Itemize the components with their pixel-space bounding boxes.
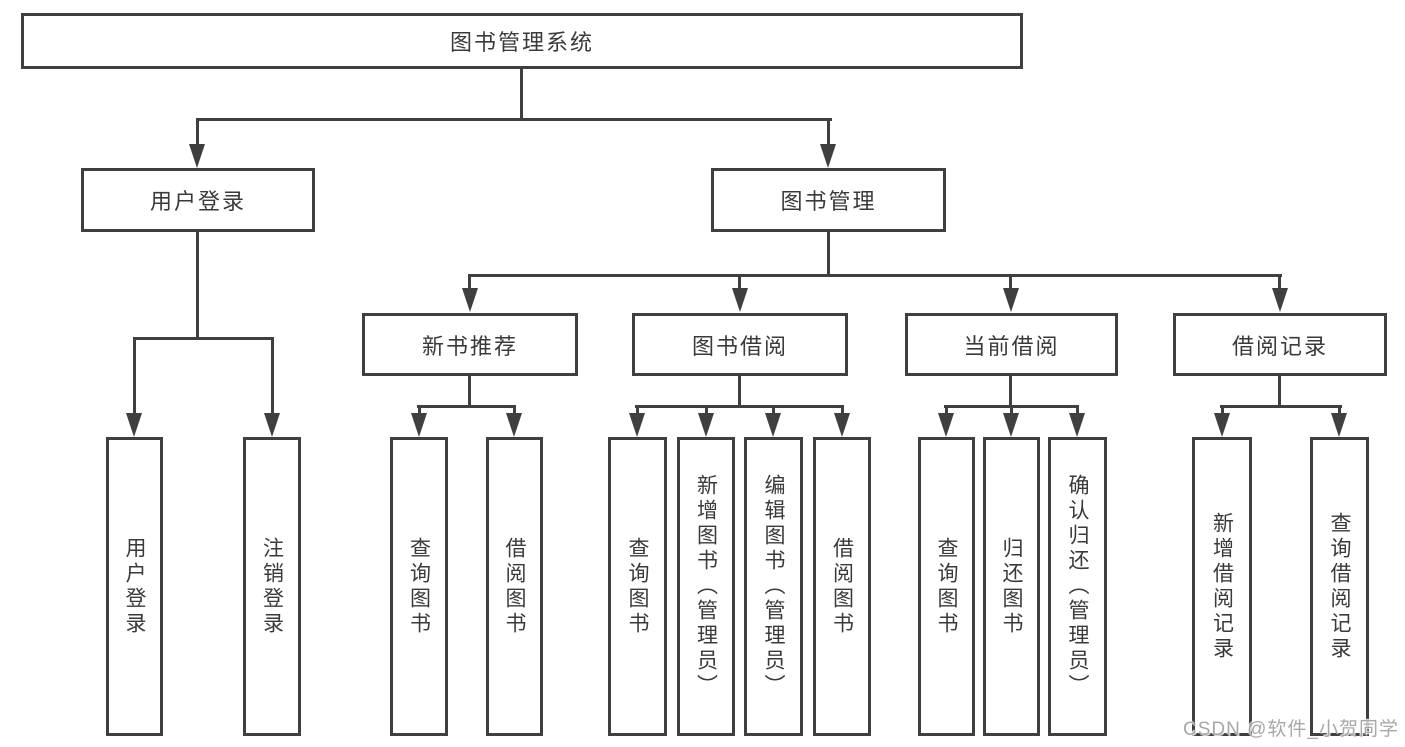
connector-stem — [636, 405, 639, 415]
node-root: 图书管理系统 — [21, 13, 1023, 69]
leaf-query-books-borrow-label: 查询图书 — [626, 536, 649, 637]
arrow-head-icon — [1069, 413, 1085, 437]
leaf-logout: 注销登录 — [243, 437, 301, 736]
node-current-borrow-label: 当前借阅 — [963, 333, 1060, 359]
connector-stem — [468, 376, 471, 407]
leaf-confirm-return-admin-label: 确认归还（管理员） — [1066, 474, 1089, 699]
connector-stem — [133, 337, 136, 415]
leaf-add-borrow-record: 新增借阅记录 — [1192, 437, 1252, 736]
node-user-login-label: 用户登录 — [149, 189, 246, 214]
leaf-borrow-books-recommend: 借阅图书 — [486, 437, 543, 736]
node-new-book-recommend-label: 新书推荐 — [421, 333, 518, 359]
arrow-head-icon — [1272, 288, 1288, 312]
leaf-user-login: 用户登录 — [106, 437, 163, 736]
leaf-query-books-recommend: 查询图书 — [390, 437, 448, 736]
arrow-head-icon — [938, 413, 954, 437]
connector-level1-rail — [196, 118, 832, 121]
node-user-login: 用户登录 — [81, 168, 315, 232]
connector-stem — [1278, 274, 1281, 290]
leaf-query-borrow-record-label: 查询借阅记录 — [1328, 511, 1351, 662]
leaf-borrow-books-label: 借阅图书 — [830, 536, 854, 637]
leaf-return-books-label: 归还图书 — [1000, 536, 1023, 637]
arrow-head-icon — [820, 144, 836, 168]
leaf-borrow-books: 借阅图书 — [813, 437, 871, 736]
leaf-query-books-current: 查询图书 — [918, 437, 975, 736]
connector-stem — [513, 405, 516, 415]
node-borrow-records-label: 借阅记录 — [1231, 333, 1328, 359]
leaf-borrow-books-recommend-label: 借阅图书 — [503, 536, 526, 637]
connector-rail — [1220, 405, 1342, 408]
connector-rail — [417, 405, 516, 408]
connector-stem — [738, 376, 741, 407]
connector-stem — [827, 232, 830, 274]
node-book-management: 图书管理 — [711, 168, 946, 232]
connector-stem — [1009, 274, 1012, 290]
connector-stem — [841, 405, 844, 415]
leaf-confirm-return-admin: 确认归还（管理员） — [1048, 437, 1107, 736]
leaf-add-books-admin: 新增图书（管理员） — [677, 437, 735, 736]
connector-stem — [738, 274, 741, 290]
connector-stem — [196, 118, 199, 148]
leaf-add-books-admin-label: 新增图书（管理员） — [694, 474, 718, 699]
connector-stem — [772, 405, 775, 415]
node-borrow-records: 借阅记录 — [1173, 313, 1387, 376]
arrow-head-icon — [462, 288, 478, 312]
arrow-head-icon — [629, 413, 645, 437]
leaf-query-books-borrow: 查询图书 — [608, 437, 667, 736]
arrow-head-icon — [765, 413, 781, 437]
connector-stem — [827, 118, 830, 148]
node-current-borrow: 当前借阅 — [905, 313, 1118, 376]
arrow-head-icon — [1003, 288, 1019, 312]
connector-stem — [196, 232, 199, 337]
leaf-edit-books-admin: 编辑图书（管理员） — [744, 437, 803, 736]
arrow-head-icon — [411, 413, 427, 437]
connector-rail — [133, 337, 274, 340]
arrow-head-icon — [698, 413, 714, 437]
leaf-query-books-current-label: 查询图书 — [935, 536, 958, 637]
connector-stem — [1338, 405, 1341, 415]
arrow-head-icon — [834, 413, 850, 437]
arrow-head-icon — [506, 413, 522, 437]
connector-stem — [1076, 405, 1079, 415]
node-book-borrow: 图书借阅 — [632, 313, 848, 376]
csdn-watermark: CSDN @软件_小贺同学 — [1183, 719, 1399, 740]
connector-stem — [1009, 376, 1012, 407]
connector-stem — [945, 405, 948, 415]
leaf-query-borrow-record: 查询借阅记录 — [1310, 437, 1369, 736]
connector-stem — [418, 405, 421, 415]
arrow-head-icon — [264, 413, 280, 437]
connector-stem — [1278, 376, 1281, 407]
node-root-label: 图书管理系统 — [449, 30, 594, 55]
arrow-head-icon — [1003, 413, 1019, 437]
connector-stem — [1221, 405, 1224, 415]
connector-stem — [705, 405, 708, 415]
node-book-management-label: 图书管理 — [780, 189, 877, 214]
arrow-head-icon — [1214, 413, 1230, 437]
connector-stem — [468, 274, 471, 290]
leaf-query-books-recommend-label: 查询图书 — [407, 536, 431, 637]
leaf-edit-books-admin-label: 编辑图书（管理员） — [762, 474, 785, 699]
leaf-add-borrow-record-label: 新增借阅记录 — [1210, 511, 1234, 662]
connector-stem — [271, 337, 274, 415]
arrow-head-icon — [1331, 413, 1347, 437]
arrow-head-icon — [732, 288, 748, 312]
arrow-head-icon — [189, 144, 205, 168]
arrow-head-icon — [126, 413, 142, 437]
node-book-borrow-label: 图书借阅 — [691, 333, 788, 359]
leaf-return-books: 归还图书 — [983, 437, 1040, 736]
connector-level2-rail — [468, 274, 1282, 277]
leaf-user-login-label: 用户登录 — [123, 536, 146, 637]
leaf-logout-label: 注销登录 — [260, 536, 284, 637]
connector-root-stem — [520, 69, 523, 120]
node-new-book-recommend: 新书推荐 — [362, 313, 578, 376]
connector-rail — [635, 405, 844, 408]
connector-stem — [1010, 405, 1013, 415]
